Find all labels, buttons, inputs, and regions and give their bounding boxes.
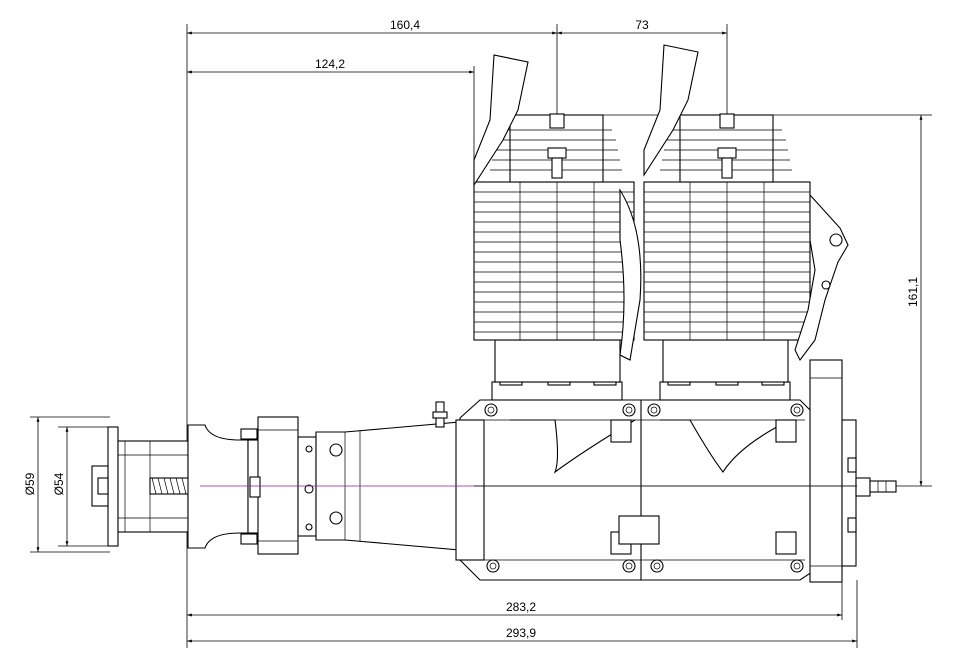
propeller-hub [91, 424, 261, 549]
cylinder-right [643, 44, 849, 401]
cylinder-left [473, 54, 642, 401]
dim-height-right: 161,1 [906, 277, 920, 307]
dim-diameter-outer: Ø59 [23, 472, 37, 495]
engine-body [91, 44, 897, 583]
crankcase [455, 399, 813, 581]
rear-cover [809, 359, 897, 583]
front-flange [249, 401, 461, 555]
dim-top-total: 160,4 [390, 18, 420, 32]
dim-bottom-total: 293,9 [506, 626, 536, 640]
dim-top-inner: 124,2 [315, 57, 345, 71]
dim-top-right: 73 [635, 18, 649, 32]
dim-bottom-inner: 283,2 [506, 600, 536, 614]
dim-diameter-inner: Ø54 [52, 472, 66, 495]
